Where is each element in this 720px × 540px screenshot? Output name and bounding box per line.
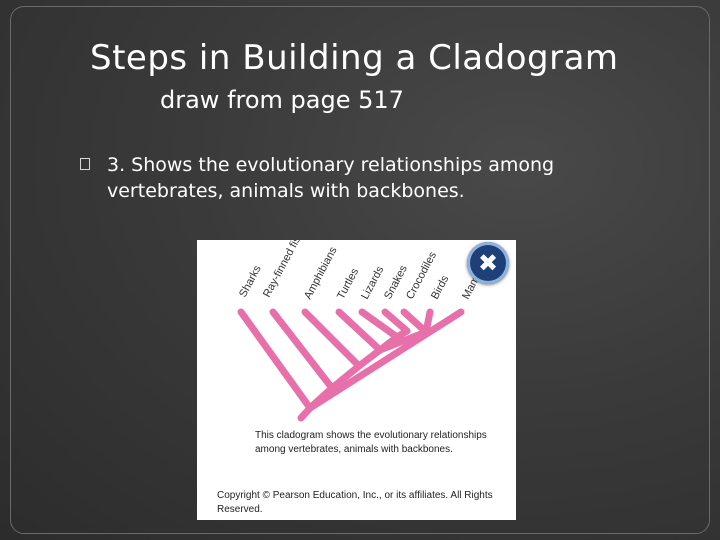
branch-root — [297, 404, 314, 422]
bullet-icon — [80, 158, 90, 170]
close-icon[interactable]: ✖ — [467, 242, 509, 284]
branch-snakes — [381, 308, 411, 335]
slide-subtitle: draw from page 517 — [160, 86, 404, 114]
branch-ray-finned-fishes — [269, 308, 336, 392]
taxon-label-birds: Birds — [429, 273, 452, 301]
bullet-text: 3. Shows the evolutionary relationships … — [107, 154, 555, 202]
slide-title: Steps in Building a Cladogram — [90, 38, 619, 78]
branch-mammals — [306, 308, 465, 412]
branch-internal-5 — [328, 362, 363, 392]
branch-crocodiles — [400, 308, 430, 336]
cladogram-diagram: Sharks Ray-finned fishes Amphibians Turt… — [237, 240, 493, 422]
figure-caption: This cladogram shows the evolutionary re… — [255, 430, 487, 455]
branch-amphibians — [301, 308, 363, 370]
slide-frame — [10, 6, 710, 534]
taxon-labels: Sharks Ray-finned fishes Amphibians Turt… — [237, 240, 493, 301]
taxon-label-amphibians: Amphibians — [302, 245, 340, 302]
taxon-label-turtles: Turtles — [335, 266, 361, 301]
branch-lizards — [358, 308, 401, 341]
branch-internal-6 — [306, 384, 336, 412]
branch-sharks — [237, 308, 314, 412]
branch-internal-4 — [355, 346, 384, 370]
branch-internal-3 — [376, 333, 401, 354]
cladogram-branches — [237, 308, 465, 422]
copyright-notice: Copyright © Pearson Education, Inc., or … — [217, 490, 493, 515]
cladogram-figure: Sharks Ray-finned fishes Amphibians Turt… — [197, 240, 516, 520]
branch-turtles — [335, 308, 384, 354]
